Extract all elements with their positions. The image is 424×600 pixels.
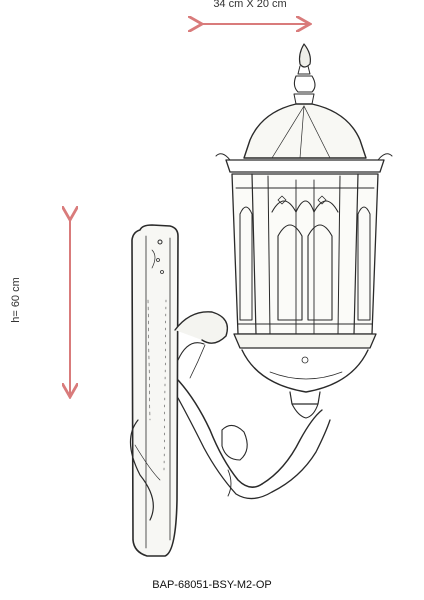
lantern-finial bbox=[293, 43, 316, 105]
product-code: BAP-68051-BSY-M2-OP bbox=[152, 579, 272, 591]
wall-backplate bbox=[129, 224, 179, 557]
lantern-roof bbox=[215, 103, 393, 173]
lantern-cage bbox=[231, 173, 379, 335]
lamp-arm bbox=[174, 311, 331, 500]
height-dimension-label: h= 60 cm bbox=[10, 277, 22, 323]
lantern-base bbox=[233, 333, 377, 419]
width-dimension-label: 34 cm X 20 cm bbox=[213, 0, 287, 10]
